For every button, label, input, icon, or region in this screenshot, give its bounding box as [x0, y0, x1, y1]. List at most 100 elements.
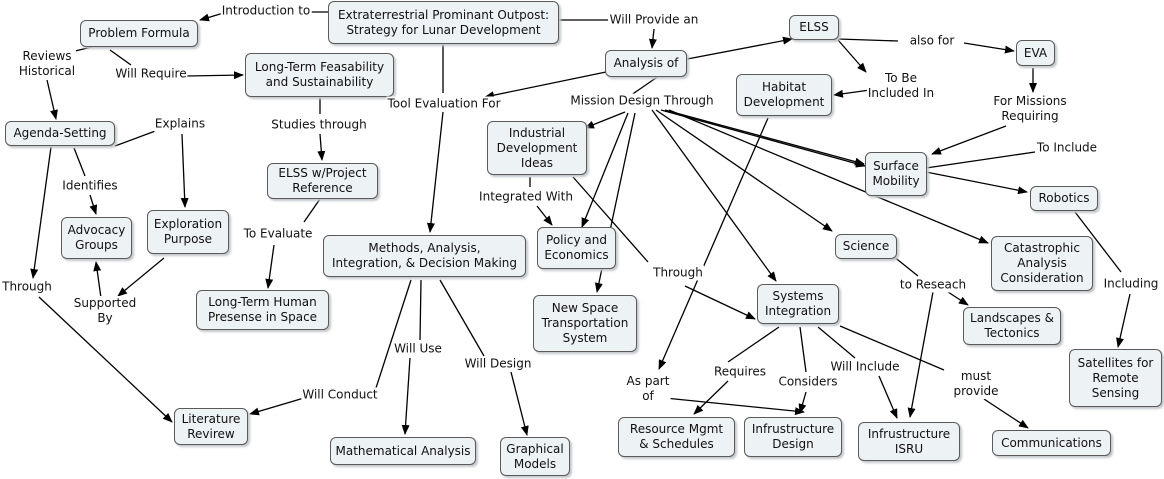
link-label-must-provide: must provide: [952, 369, 1000, 399]
node-elss[interactable]: ELSS: [789, 15, 839, 40]
node-robotics[interactable]: Robotics: [1030, 186, 1098, 211]
node-label: Communications: [1001, 435, 1102, 450]
connector-line: [668, 109, 989, 244]
connector-line: [660, 109, 866, 168]
connector-line: [317, 133, 326, 161]
node-label: Methods, Analysis, Integration, & Decisi…: [331, 241, 518, 270]
node-graphical-models[interactable]: Graphical Models: [500, 437, 570, 476]
node-label: Agenda-Setting: [13, 126, 107, 140]
link-label-for-missions-requiring: For Missions Requiring: [992, 94, 1068, 124]
connector-line: [664, 109, 865, 166]
connector-line: [109, 49, 132, 66]
node-label: Science: [842, 239, 890, 253]
link-label-reviews-historical: Reviews Historical: [17, 49, 77, 79]
connector-line: [89, 194, 98, 215]
link-label-also-for: also for: [908, 33, 956, 49]
node-resource-mgmt[interactable]: Resource Mgmt & Schedules: [618, 417, 735, 457]
connector-line: [925, 151, 1036, 169]
node-label: EVA: [1023, 45, 1048, 60]
node-label: ELSS w/Project Reference: [278, 166, 367, 195]
connector-line: [664, 397, 805, 416]
node-exploration-purpose[interactable]: Exploration Purpose: [147, 210, 229, 254]
link-label-will-require: Will Require: [114, 66, 188, 82]
node-elss-project-reference[interactable]: ELSS w/Project Reference: [267, 163, 378, 199]
node-label: Surface Mobility: [872, 159, 920, 188]
node-communications[interactable]: Communications: [992, 430, 1111, 456]
connector-line: [655, 109, 833, 232]
connector-line: [73, 147, 86, 177]
connector-line: [374, 279, 412, 392]
connector-line: [584, 111, 626, 129]
node-label: Infrustructure Design: [751, 422, 835, 451]
connector-line: [439, 279, 485, 357]
connector-line: [684, 285, 756, 320]
connector-line: [303, 198, 321, 223]
node-long-term-human-presence[interactable]: Long-Term Human Presense in Space: [196, 290, 329, 330]
node-label: Satellites for Remote Sensing: [1077, 355, 1154, 400]
node-surface-mobility[interactable]: Surface Mobility: [865, 152, 927, 196]
node-infrastructure-isru[interactable]: Infrustructure ISRU: [858, 422, 960, 461]
node-label: Advocacy Groups: [67, 223, 126, 252]
node-label: Long-Term Human Presense in Space: [207, 295, 318, 324]
node-landscapes-tectonics[interactable]: Landscapes & Tectonics: [963, 307, 1061, 345]
connector-line: [426, 111, 444, 233]
connector-line: [837, 38, 899, 42]
connector-line: [419, 279, 422, 341]
node-label: Habitat Development: [743, 80, 825, 109]
connector-line: [817, 326, 856, 359]
connector-line: [46, 79, 58, 120]
node-literature-review[interactable]: Literature Revirew: [174, 408, 248, 445]
node-label: Catastrophic Analysis Consideration: [1000, 241, 1084, 285]
connector-line: [572, 176, 649, 263]
node-label: Robotics: [1038, 191, 1090, 205]
node-label: Policy and Economics: [544, 233, 609, 262]
connector-line: [925, 171, 1028, 195]
connector-line: [510, 371, 529, 436]
node-satellites-remote-sensing[interactable]: Satellites for Remote Sensing: [1069, 349, 1162, 407]
node-methods-analysis[interactable]: Methods, Analysis, Integration, & Decisi…: [323, 235, 526, 277]
node-long-term-feasability[interactable]: Long-Term Feasability and Sustainability: [245, 53, 394, 97]
link-label-to-reseach: to Reseach: [898, 277, 968, 293]
connector-line: [484, 71, 607, 100]
node-habitat-development[interactable]: Habitat Development: [736, 74, 832, 116]
node-problem-formula[interactable]: Problem Formula: [80, 20, 198, 47]
link-label-requires: Requires: [712, 364, 768, 380]
connector-line: [681, 36, 793, 61]
node-industrial-development-ideas[interactable]: Industrial Development Ideas: [487, 121, 587, 175]
link-label-will-conduct: Will Conduct: [301, 387, 379, 403]
node-advocacy-groups[interactable]: Advocacy Groups: [61, 217, 132, 259]
node-label: Literature Revirew: [181, 411, 241, 441]
node-policy-and-economics[interactable]: Policy and Economics: [537, 227, 616, 269]
connector-line: [180, 133, 189, 208]
node-science[interactable]: Science: [835, 234, 897, 259]
node-analysis-of[interactable]: Analysis of: [605, 50, 687, 77]
node-lunar-outpost-strategy[interactable]: Extraterrestrial Prominant Outpost: Stra…: [328, 1, 559, 44]
connector-line: [93, 261, 102, 299]
link-label-will-include: Will Include: [829, 359, 901, 375]
link-label-including: Including: [1102, 276, 1160, 292]
link-label-explains: Explains: [153, 116, 207, 132]
node-label: Problem Formula: [88, 26, 190, 40]
node-mathematical-analysis[interactable]: Mathematical Analysis: [330, 437, 476, 465]
link-label-studies-through: Studies through: [270, 117, 368, 133]
node-new-space-transportation[interactable]: New Space Transportation System: [533, 295, 637, 352]
node-label: Industrial Development Ideas: [496, 125, 578, 170]
node-catastrophic-analysis[interactable]: Catastrophic Analysis Consideration: [991, 236, 1093, 291]
connector-line: [186, 71, 244, 80]
connector-line: [658, 117, 769, 370]
node-infrastructure-design[interactable]: Infrustructure Design: [744, 417, 842, 457]
connector-line: [931, 125, 1007, 155]
node-label: Infrustructure ISRU: [867, 426, 951, 456]
connector-line: [799, 326, 807, 373]
link-label-to-include: To Include: [1035, 140, 1099, 156]
node-agenda-setting[interactable]: Agenda-Setting: [5, 121, 115, 146]
connector-line: [907, 291, 934, 418]
node-label: ELSS: [799, 20, 829, 34]
connector-line: [581, 112, 629, 228]
link-label-supported-by: Supported By: [72, 296, 138, 326]
node-label: Resource Mgmt & Schedules: [629, 422, 724, 451]
link-label-identifies: Identifies: [61, 178, 119, 194]
node-systems-integration[interactable]: Systems Integration: [757, 284, 839, 324]
node-eva[interactable]: EVA: [1016, 40, 1055, 66]
